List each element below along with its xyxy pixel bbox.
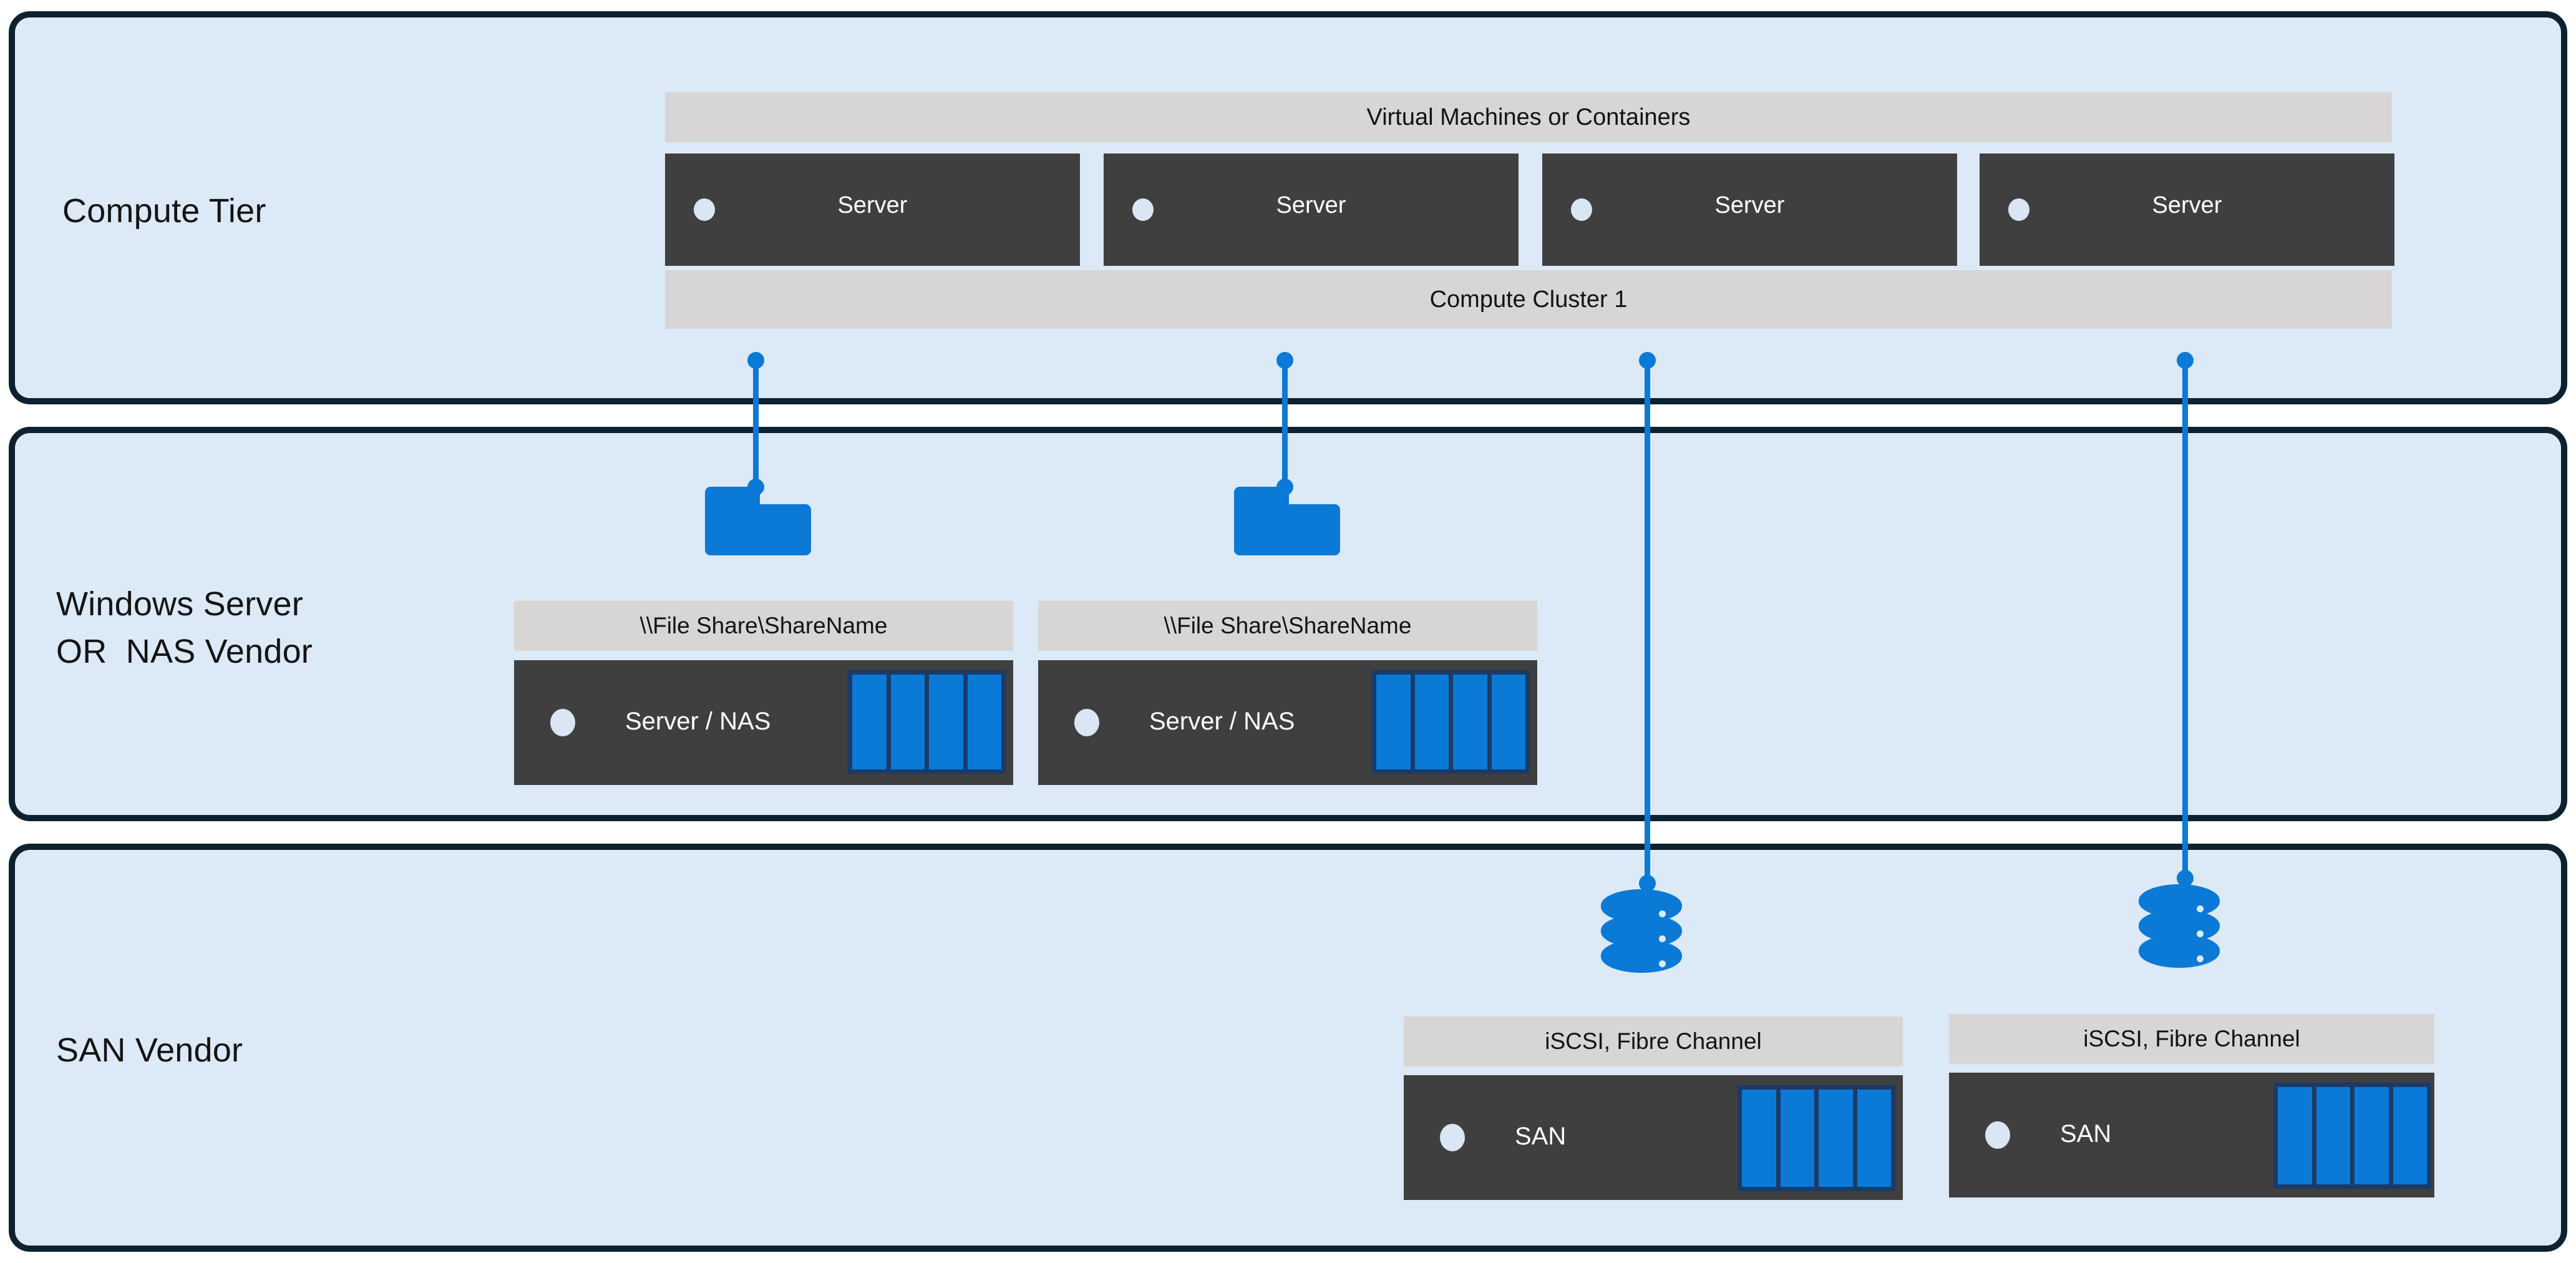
database-indicator	[1659, 935, 1666, 942]
san-unit-2-caption: iSCSI, Fibre Channel	[1949, 1014, 2434, 1064]
compute-server-1[interactable]: Server	[665, 154, 1080, 266]
connector-line-1	[753, 359, 759, 494]
status-led-icon	[1074, 709, 1099, 736]
tier-label-san: SAN Vendor	[56, 1031, 243, 1069]
connector-line-4	[2182, 359, 2188, 879]
disk-icon	[1491, 675, 1525, 769]
status-led-icon	[550, 709, 575, 736]
disk-icon	[2355, 1087, 2389, 1184]
san-unit-1-caption: iSCSI, Fibre Channel	[1404, 1017, 1903, 1066]
compute-server-4-label: Server	[2152, 192, 2222, 218]
disk-icon	[890, 675, 925, 769]
folder-icon	[1234, 487, 1340, 555]
connector-dot-3-bottom	[1639, 875, 1656, 892]
disk-icon	[929, 675, 963, 769]
fileshare-unit-1-label: Server / NAS	[625, 708, 771, 735]
disk-icon	[1780, 1090, 1814, 1187]
database-indicator	[1659, 910, 1666, 917]
disk-icon	[1742, 1090, 1776, 1187]
san-unit-1-label: SAN	[1515, 1123, 1567, 1150]
compute-server-2-label: Server	[1276, 192, 1346, 218]
disk-array-icon	[2273, 1083, 2431, 1189]
status-led-icon	[1985, 1121, 2010, 1149]
connector-dot-2-top	[1276, 352, 1293, 369]
database-indicator	[2197, 955, 2204, 962]
connector-dot-4-bottom	[2177, 870, 2194, 887]
fileshare-unit-2-caption[interactable]: \\File Share\ShareName	[1038, 601, 1537, 651]
disk-icon	[852, 675, 887, 769]
database-indicator	[1659, 960, 1666, 967]
fileshare-unit-2-label: Server / NAS	[1149, 708, 1295, 735]
compute-cluster-caption-bar: Compute Cluster 1	[665, 270, 2392, 329]
compute-server-2[interactable]: Server	[1104, 154, 1519, 266]
disk-icon	[1453, 675, 1487, 769]
disk-icon	[2278, 1087, 2312, 1184]
disk-icon	[967, 675, 1001, 769]
status-led-icon	[694, 198, 715, 221]
folder-body	[1234, 504, 1340, 555]
san-unit-1[interactable]: SAN	[1404, 1075, 1903, 1200]
fileshare-unit-1-caption-text: \\File Share\ShareName	[639, 613, 888, 638]
disk-icon	[1857, 1090, 1891, 1187]
compute-top-caption-text: Virtual Machines or Containers	[1366, 104, 1691, 130]
database-cylinder-icon	[2139, 884, 2220, 978]
tier-label-fileshare: Windows Server OR NAS Vendor	[56, 585, 313, 670]
status-led-icon	[1440, 1124, 1465, 1151]
disk-array-icon	[1738, 1085, 1895, 1191]
compute-cluster-caption-text: Compute Cluster 1	[1429, 286, 1628, 313]
fileshare-unit-2[interactable]: Server / NAS	[1038, 660, 1537, 785]
database-band	[2139, 934, 2220, 968]
folder-body	[705, 504, 811, 555]
disk-icon	[1376, 675, 1411, 769]
database-indicator	[2197, 930, 2204, 937]
compute-server-1-label: Server	[837, 192, 908, 218]
disk-array-icon	[1372, 670, 1530, 774]
database-cylinder-icon	[1601, 889, 1682, 983]
compute-top-caption-bar: Virtual Machines or Containers	[665, 92, 2392, 142]
disk-icon	[1819, 1090, 1853, 1187]
fileshare-unit-1[interactable]: Server / NAS	[514, 660, 1013, 785]
disk-icon	[2316, 1087, 2350, 1184]
status-led-icon	[1571, 198, 1592, 221]
fileshare-unit-2-caption-text: \\File Share\ShareName	[1164, 613, 1412, 638]
disk-array-icon	[848, 670, 1006, 774]
disk-icon	[2393, 1087, 2427, 1184]
connector-dot-1-top	[747, 352, 764, 369]
connector-line-3	[1645, 359, 1650, 884]
compute-server-3[interactable]: Server	[1542, 154, 1957, 266]
database-indicator	[2197, 905, 2204, 912]
san-unit-1-caption-text: iSCSI, Fibre Channel	[1545, 1028, 1762, 1054]
status-led-icon	[2008, 198, 2029, 221]
san-unit-2-label: SAN	[2060, 1120, 2112, 1148]
tier-label-compute: Compute Tier	[62, 192, 266, 230]
database-band	[1601, 939, 1682, 973]
connector-dot-3-top	[1639, 352, 1656, 369]
folder-icon	[705, 487, 811, 555]
san-unit-2-caption-text: iSCSI, Fibre Channel	[2083, 1026, 2300, 1051]
disk-icon	[1414, 675, 1449, 769]
san-unit-2[interactable]: SAN	[1949, 1073, 2434, 1197]
compute-server-3-label: Server	[1714, 192, 1785, 218]
status-led-icon	[1132, 198, 1154, 221]
compute-server-4[interactable]: Server	[1980, 154, 2394, 266]
fileshare-unit-1-caption[interactable]: \\File Share\ShareName	[514, 601, 1013, 651]
connector-dot-4-top	[2177, 352, 2194, 369]
connector-line-2	[1282, 359, 1288, 494]
